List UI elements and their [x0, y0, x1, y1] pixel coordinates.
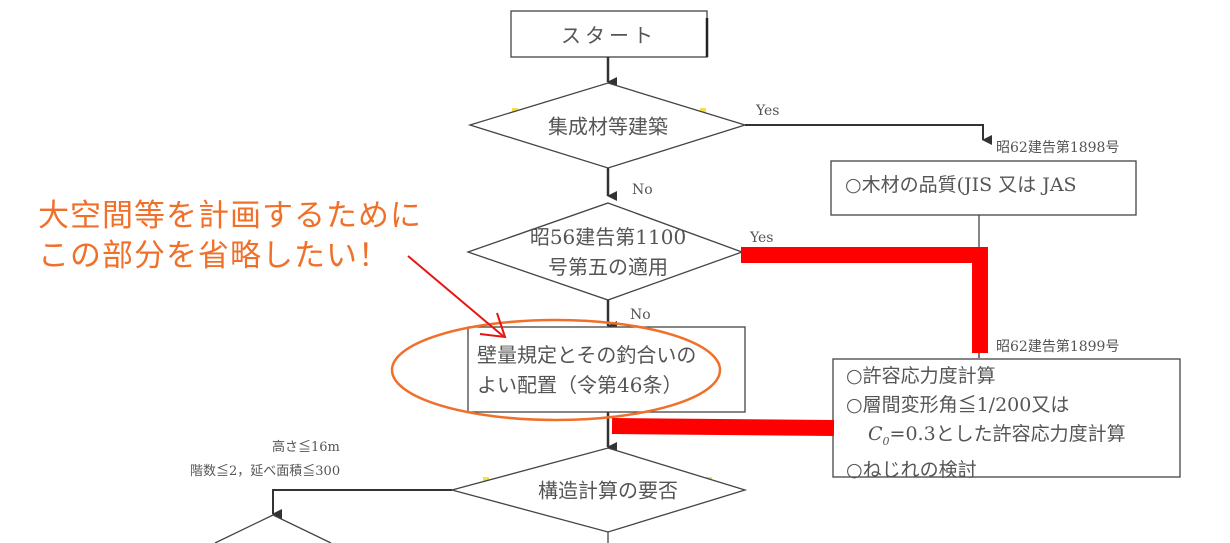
calc-line-2: ○層間変形角≦1/200又は: [846, 394, 1070, 416]
calc-line-1: ○許容応力度計算: [846, 365, 996, 387]
yellow-mark: [700, 108, 706, 113]
notice-1898-label: 昭62建告第1898号: [996, 140, 1120, 156]
start-label: スタート: [561, 23, 657, 48]
wall-quantity-label: 壁量規定とその釣合いの よい配置（令第46条）: [477, 340, 696, 400]
annotation-line-2: この部分を省略したい！: [38, 238, 390, 274]
glulam-decision-label: 集成材等建築: [548, 114, 668, 139]
wood-quality-box: [830, 160, 1137, 216]
allowable-stress-box: [832, 358, 1181, 478]
decision-1100-label: 昭56建告第1100 号第五の適用: [530, 222, 686, 282]
wood-quality-label: ○木材の品質(JIS 又は JAS: [845, 174, 1077, 196]
calc-line-3-rest: =0.3とした許容応力度計算: [889, 423, 1126, 445]
allowable-stress-text: ○許容応力度計算 ○層間変形角≦1/200又は C0=0.3とした許容応力度計算…: [846, 362, 1126, 485]
arrow-structural-calc-left: [272, 489, 452, 519]
decision-1100-line-1: 昭56建告第1100: [529, 225, 687, 249]
calc-var-c: C: [868, 423, 883, 445]
yellow-mark: [512, 108, 518, 113]
wall-quantity-line-1: 壁量規定とその釣合いの: [477, 343, 697, 367]
annotation-line-1: 大空間等を計画するために: [38, 198, 422, 234]
d1100-yes-label: Yes: [750, 230, 774, 246]
calc-line-3: C0=0.3とした許容応力度計算: [846, 420, 1126, 456]
structural-calc-label: 構造計算の要否: [538, 478, 678, 503]
start-box: [510, 10, 708, 58]
decision-1100-line-2: 号第五の適用: [547, 255, 668, 279]
annotation-text: 大空間等を計画するために この部分を省略したい！: [38, 196, 422, 276]
d1100-no-label: No: [630, 307, 651, 323]
annotation-arrow-line: [407, 255, 504, 337]
calc-var-sub: 0: [882, 434, 890, 448]
wall-quantity-box: [467, 326, 746, 413]
calc-line-4: ○ねじれの検討: [846, 458, 977, 481]
red-highlight-path-lower: [611, 418, 835, 436]
wall-quantity-line-2: よい配置（令第46条）: [477, 373, 683, 397]
height-condition-label: 高さ≦16m: [272, 440, 340, 455]
notice-1899-label: 昭62建告第1899号: [996, 339, 1120, 355]
glulam-yes-label: Yes: [756, 103, 780, 119]
red-highlight-path-upper: [741, 247, 988, 353]
glulam-no-label: No: [632, 182, 653, 198]
annotation-arrow-head: [479, 312, 507, 339]
highlight-ellipse: [390, 318, 722, 422]
lower-decision-diamond-partial: [214, 514, 332, 543]
yellow-mark: [483, 477, 489, 482]
arrow-glulam-yes: [745, 124, 992, 145]
floors-area-condition-label: 階数≦2，延べ面積≦300: [190, 464, 341, 479]
